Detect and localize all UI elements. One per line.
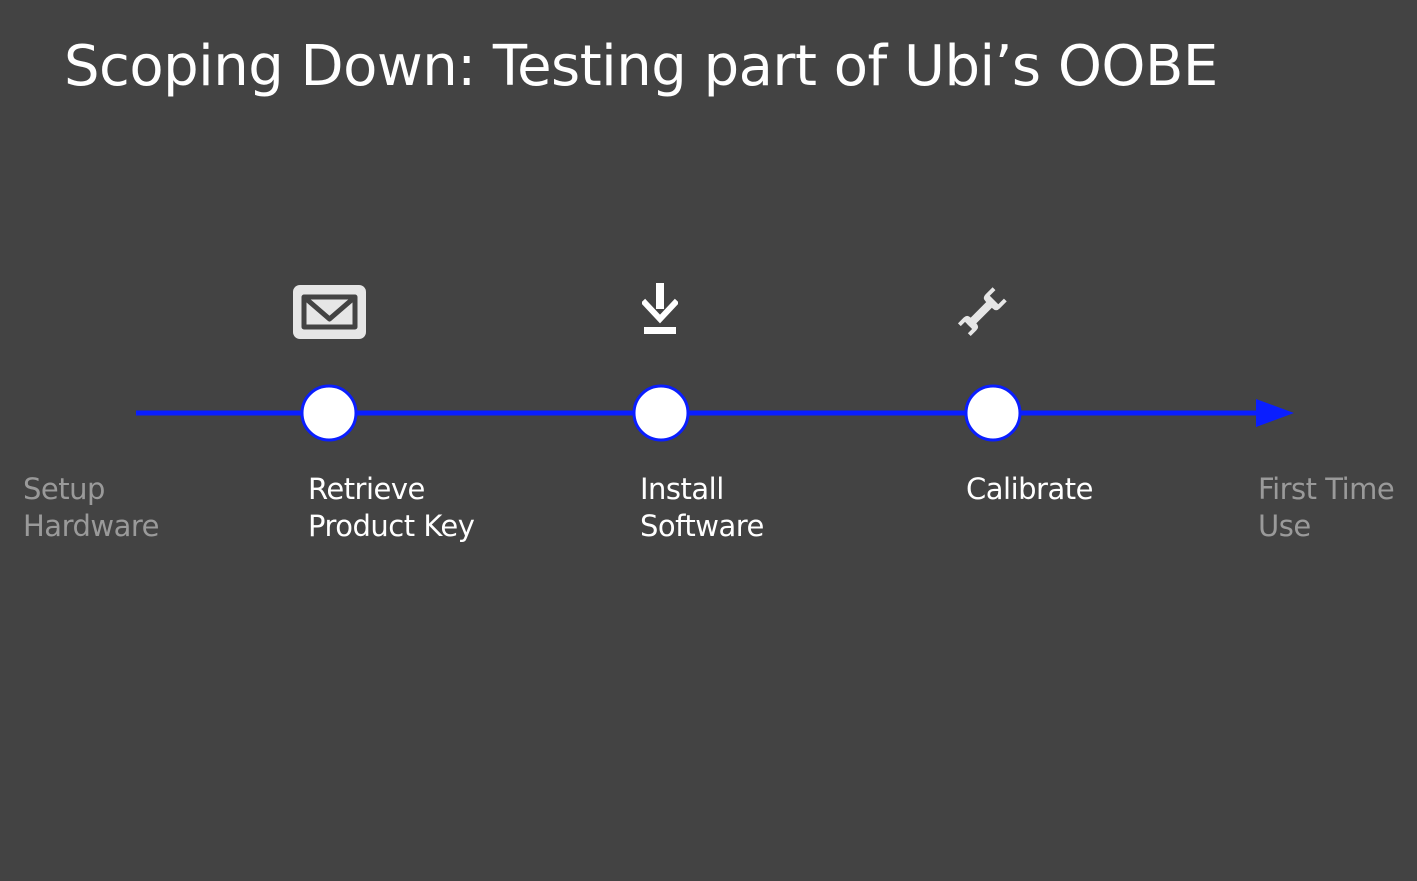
step-node-install	[632, 384, 690, 442]
download-icon	[642, 283, 678, 334]
wrench-icon	[957, 287, 1007, 337]
slide-title: Scoping Down: Testing part of Ubi’s OOBE	[64, 34, 1218, 99]
step-label-line1: Calibrate	[966, 472, 1093, 506]
envelope-icon	[293, 285, 366, 339]
step-label-line1: First Time	[1258, 472, 1395, 506]
step-label-retrieve-product-key: Retrieve Product Key	[308, 471, 475, 545]
step-label-setup-hardware: Setup Hardware	[23, 471, 160, 545]
step-label-calibrate: Calibrate	[966, 471, 1093, 508]
step-label-line1: Setup	[23, 472, 105, 506]
step-label-line1: Install	[640, 472, 724, 506]
step-label-line1: Retrieve	[308, 472, 425, 506]
step-label-line2: Product Key	[308, 509, 475, 543]
step-label-first-time-use: First Time Use	[1258, 471, 1395, 545]
step-node-calibrate	[964, 384, 1022, 442]
step-label-line2: Hardware	[23, 509, 160, 543]
step-node-retrieve	[300, 384, 358, 442]
timeline-arrowhead	[1256, 399, 1294, 427]
step-label-line2: Software	[640, 509, 764, 543]
step-label-line2: Use	[1258, 509, 1311, 543]
step-label-install-software: Install Software	[640, 471, 764, 545]
